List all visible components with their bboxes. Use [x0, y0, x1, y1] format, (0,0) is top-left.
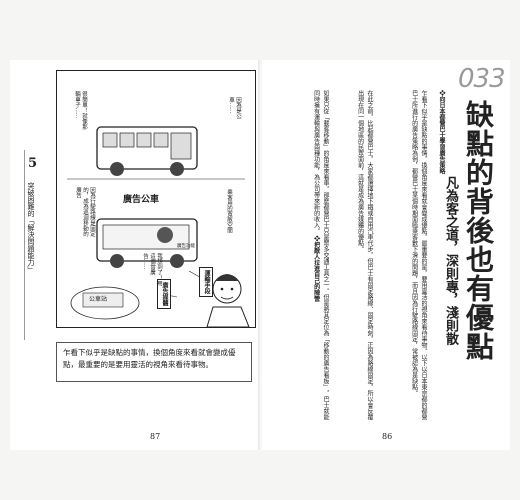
page-number-left: 87 — [150, 432, 161, 441]
chapter-number: 5 — [28, 156, 38, 171]
note-left-top: 很簡單！就像那輛車子…… — [74, 91, 87, 130]
page-subtitle: 凡為客之道，深則專，淺則散 — [443, 176, 458, 345]
note-right-top: 因為是公車…… — [228, 97, 241, 119]
comic-panel: 很簡單！就像那輛車子…… 因為是公車…… 乘客用的寬敞空間 因為行駛路線是固定的… — [56, 70, 256, 328]
note-mid-right: 乘客用的寬敞空間 — [226, 189, 232, 233]
book-gutter — [258, 60, 264, 450]
chapter-tab — [24, 150, 45, 340]
ad-label: 廣告公車 — [123, 195, 160, 205]
page-number-right: 86 — [382, 432, 393, 441]
thought-bubble — [70, 286, 140, 320]
caption-box: 乍看下似乎是缺點的事情，換個角度來看就會變成優點，最重要的是要用靈活的視角來看待… — [56, 342, 252, 382]
tag-transport: 運輸手段 — [199, 267, 213, 297]
ad-bus — [96, 218, 198, 268]
body-col-1: 乍看下似乎是缺點的事情，換個角度來看就會變成優點，最重要的是，要用靈活的視角來看… — [410, 90, 427, 420]
section-heading-2: ❖把敵人拉進自己的陣營 — [312, 235, 320, 302]
bus-stop-sign: 公車站 — [89, 296, 108, 303]
chapter-title: 突破困難的「解決問題能力」 — [27, 182, 35, 273]
right-page: 033 缺點的背後也有優點 凡為客之道，深則專，淺則散 ❖向日本都營巴士學習廣告… — [262, 60, 510, 450]
left-page: 5 突破困難的「解決問題能力」 — [10, 60, 260, 450]
bus-small-note: 廣告功能 — [177, 244, 195, 249]
body-col-3: 如果只從「載客移動」的角度來看車，那麼都營巴士只是眾多交通工具之一。但是將其定位… — [274, 90, 330, 420]
body-col-2: 在此之前，比起都營巴士，大家都選擇地下鐵或自用汽車代步，但巴士有固定路線、固定時… — [356, 90, 373, 420]
comic-illustration — [67, 126, 250, 327]
tag-ad-media: 廣告媒體 — [157, 279, 171, 309]
person — [206, 274, 250, 327]
speech-bubble: 我想到了！用這個當廣告…… — [142, 253, 162, 286]
page-title: 缺點的背後也有優點 — [462, 100, 495, 361]
section-heading-1: ❖向日本都營巴士學習廣告策略 — [438, 90, 445, 174]
note-mid-left: 因為行駛路線是固定的，成為巡迴移動的廣告 — [75, 187, 95, 237]
section-index: 033 — [458, 64, 506, 94]
bus-top — [67, 126, 245, 180]
body-col-3-text: 如果只從「載客移動」的角度來看車，那麼都營巴士只是眾多交通工具之一。但是將其定位… — [312, 90, 329, 420]
